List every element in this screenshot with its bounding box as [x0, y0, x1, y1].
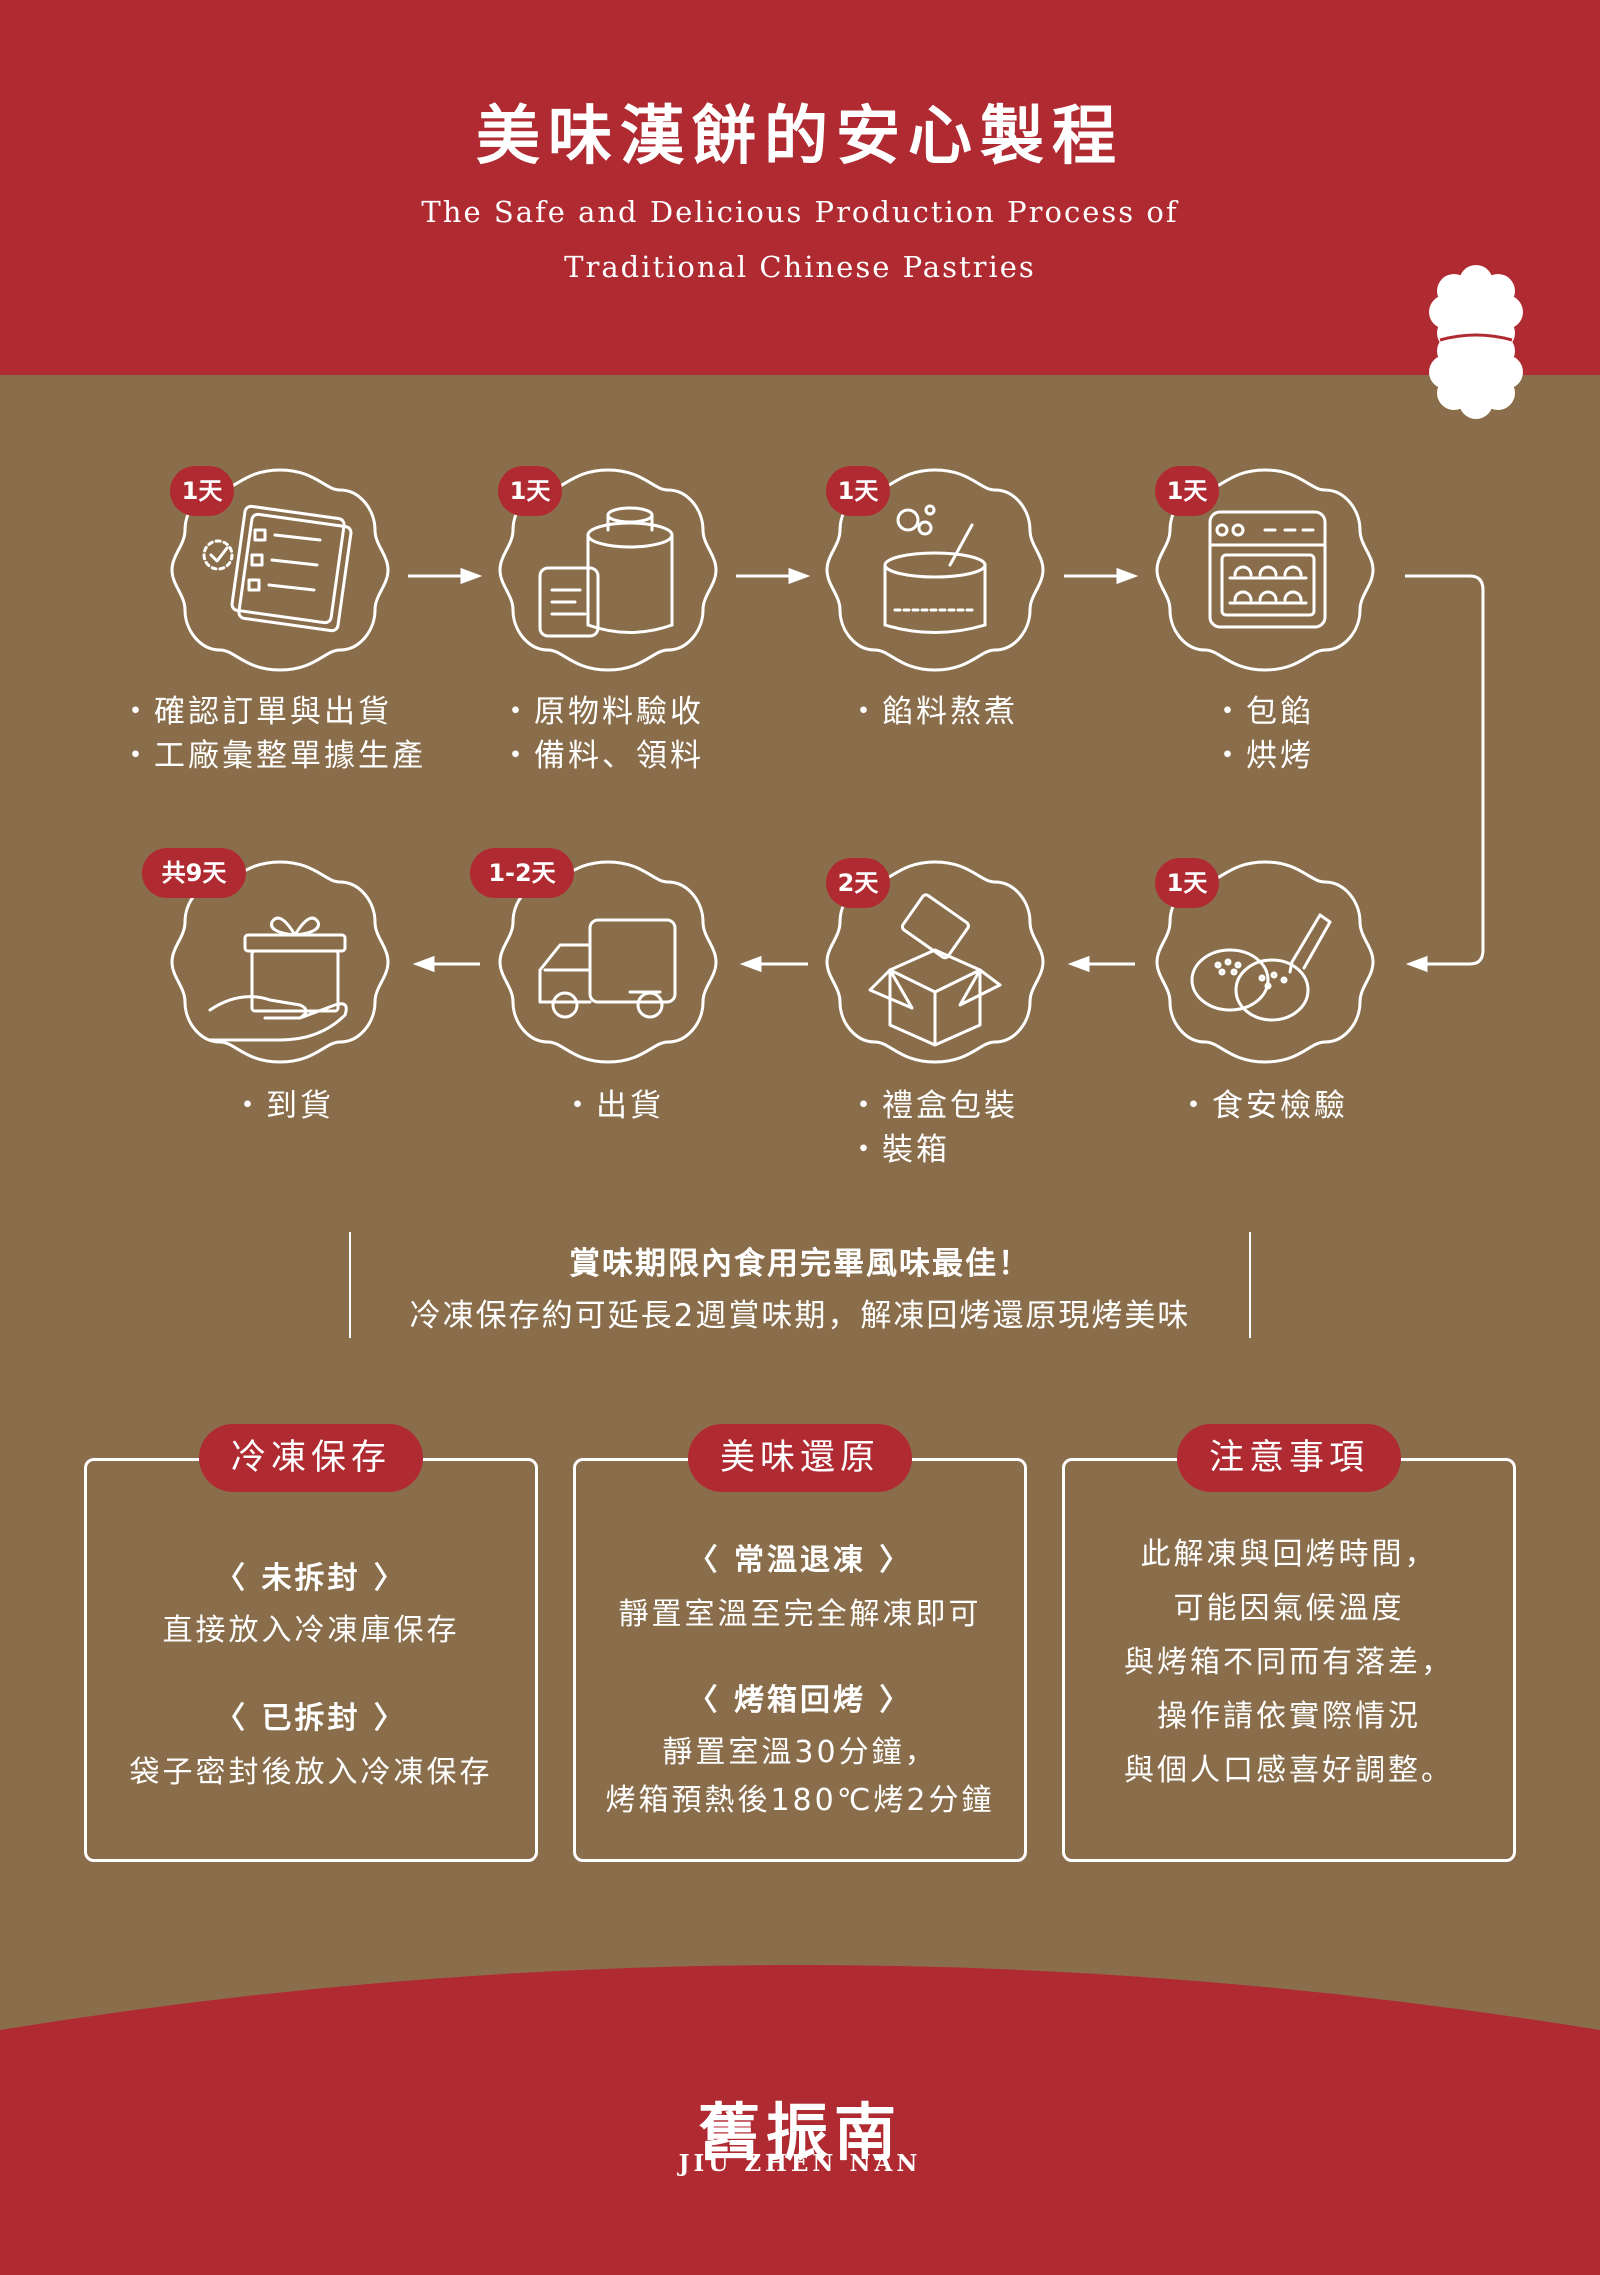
step-2-line-2: ・備料、領料 — [500, 738, 704, 774]
oven-icon — [1208, 510, 1327, 629]
step-7-duration-badge: 1-2天 — [470, 848, 574, 898]
step-5-duration-badge: 1天 — [1155, 858, 1219, 908]
frozen-box-line-3: 〈 已拆封 〉 — [215, 1701, 407, 1736]
page-title: 美味漢餅的安心製程 — [476, 99, 1124, 174]
notice-box-line-1: 此解凍與回烤時間， — [1140, 1537, 1438, 1572]
cooking-pot-icon — [883, 504, 987, 634]
step-6-flower-outline — [825, 860, 1045, 1064]
step-5-description: ・食安檢驗 — [1178, 1084, 1418, 1128]
frozen-box-line-1: 〈 未拆封 〉 — [215, 1561, 407, 1596]
step-7-flower-outline — [498, 860, 718, 1064]
step-4-line-2: ・烘烤 — [1212, 738, 1314, 774]
notice-box-line-2: 可能因氣候溫度 — [1173, 1591, 1405, 1626]
step-6-line-2: ・裝箱 — [848, 1132, 950, 1168]
step-3-description: ・餡料熬煮 — [848, 690, 1068, 734]
step-8-flower-outline — [170, 860, 390, 1064]
step-2-description: ・原物料驗收 ・備料、領料 — [500, 690, 760, 778]
step-2-line-1: ・原物料驗收 — [500, 694, 704, 730]
brand-logo: 舊振南 — [697, 2096, 902, 2169]
step-4-duration-badge: 1天 — [1155, 466, 1219, 516]
notice-title: 注意事項 — [1177, 1424, 1401, 1492]
shelf-life-note-detail: 冷凍保存約可延長2週賞味期，解凍回烤還原現烤美味 — [409, 1298, 1191, 1334]
notice-box-line-3: 與烤箱不同而有落差， — [1124, 1645, 1454, 1680]
step-1-flower-outline — [170, 468, 390, 672]
restore-box-line-4: 靜置室溫30分鐘， — [662, 1735, 938, 1770]
step-5-line-1: ・食安檢驗 — [1178, 1088, 1348, 1124]
frozen-storage-box: 〈 未拆封 〉 直接放入冷凍庫保存 〈 已拆封 〉 袋子密封後放入冷凍保存 — [84, 1458, 538, 1862]
gift-in-hand-icon — [208, 916, 348, 1042]
header-band — [0, 0, 1600, 375]
notice-box-line-4: 操作請依實際情況 — [1157, 1699, 1421, 1734]
gift-box-packing-icon — [868, 893, 1002, 1047]
restore-box-line-1: 〈 常溫退凍 〉 — [687, 1543, 913, 1578]
order-checklist-icon — [202, 504, 353, 633]
step-6-line-1: ・禮盒包裝 — [848, 1088, 1018, 1124]
step-5-flower-outline — [1155, 860, 1375, 1064]
restore-box-line-2: 靜置室溫至完全解凍即可 — [618, 1597, 982, 1632]
step-4-description: ・包餡 ・烘烤 — [1212, 690, 1372, 778]
delivery-truck-icon — [538, 918, 677, 1019]
step-8-duration-badge: 共9天 — [142, 848, 246, 898]
pastry-inspection-icon — [1190, 913, 1332, 1022]
page-subtitle-line2: Traditional Chinese Pastries — [564, 250, 1036, 284]
brand-romanized: JIU ZHEN NAN — [678, 2150, 922, 2177]
step-1-duration-badge: 1天 — [170, 466, 234, 516]
step-4-line-1: ・包餡 — [1212, 694, 1314, 730]
step-7-description: ・出貨 — [562, 1084, 722, 1128]
page-subtitle-line1: The Safe and Delicious Production Proces… — [421, 195, 1179, 229]
step-8-line-1: ・到貨 — [232, 1088, 334, 1124]
step-3-duration-badge: 1天 — [826, 466, 890, 516]
flow-arrows — [408, 567, 1485, 973]
step-2-flower-outline — [498, 468, 718, 672]
step-2-duration-badge: 1天 — [498, 466, 562, 516]
step-6-duration-badge: 2天 — [826, 858, 890, 908]
ingredients-icon — [538, 506, 674, 638]
step-7-line-1: ・出貨 — [562, 1088, 664, 1124]
step-3-flower-outline — [825, 468, 1045, 672]
frozen-box-line-2: 直接放入冷凍庫保存 — [162, 1613, 460, 1648]
notice-box-line-5: 與個人口感喜好調整。 — [1124, 1753, 1454, 1788]
restore-box-line-3: 〈 烤箱回烤 〉 — [687, 1683, 913, 1718]
step-8-description: ・到貨 — [232, 1084, 392, 1128]
notice-box: 此解凍與回烤時間， 可能因氣候溫度 與烤箱不同而有落差， 操作請依實際情況 與個… — [1062, 1458, 1516, 1862]
step-6-description: ・禮盒包裝 ・裝箱 — [848, 1084, 1088, 1172]
step-1-description: ・確認訂單與出貨 ・工廠彙整單據生產 — [120, 690, 460, 778]
step-3-line-1: ・餡料熬煮 — [848, 694, 1018, 730]
shelf-life-note-title: 賞味期限內食用完畢風味最佳！ — [569, 1246, 1031, 1282]
flower-decoration-icon — [1429, 265, 1523, 419]
restore-box-line-5: 烤箱預熱後180℃烤2分鐘 — [605, 1783, 995, 1818]
step-4-flower-outline — [1155, 468, 1375, 672]
flavor-restore-box: 〈 常溫退凍 〉 靜置室溫至完全解凍即可 〈 烤箱回烤 〉 靜置室溫30分鐘， … — [573, 1458, 1027, 1862]
step-1-line-1: ・確認訂單與出貨 — [120, 694, 392, 730]
frozen-box-line-4: 袋子密封後放入冷凍保存 — [129, 1755, 493, 1790]
frozen-storage-title: 冷凍保存 — [199, 1424, 423, 1492]
flavor-restore-title: 美味還原 — [688, 1424, 912, 1492]
step-1-line-2: ・工廠彙整單據生產 — [120, 738, 426, 774]
footer-band — [0, 1965, 1600, 2275]
